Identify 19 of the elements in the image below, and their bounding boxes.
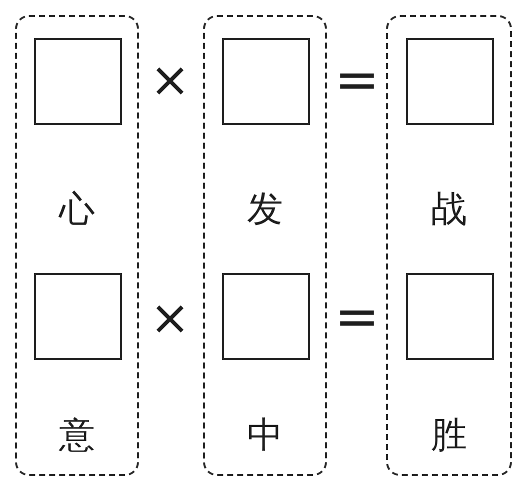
answer-box <box>222 273 310 360</box>
answer-box <box>406 273 494 360</box>
answer-box <box>222 38 310 125</box>
answer-box <box>34 273 122 360</box>
answer-box <box>34 38 122 125</box>
character-text: 战 <box>431 189 467 229</box>
character-text: 中 <box>247 415 283 455</box>
dashed-column-frame <box>203 15 327 476</box>
character-text: 发 <box>247 189 283 229</box>
character-text: 胜 <box>431 415 467 455</box>
answer-box <box>406 38 494 125</box>
operator-sign: × <box>150 294 190 342</box>
operator-sign: = <box>334 53 380 107</box>
operator-sign: × <box>150 56 190 104</box>
dashed-column-frame <box>15 15 139 476</box>
dashed-column-frame <box>386 15 512 476</box>
character-text: 意 <box>59 415 95 455</box>
operator-sign: = <box>334 290 380 344</box>
character-text: 心 <box>59 189 95 229</box>
